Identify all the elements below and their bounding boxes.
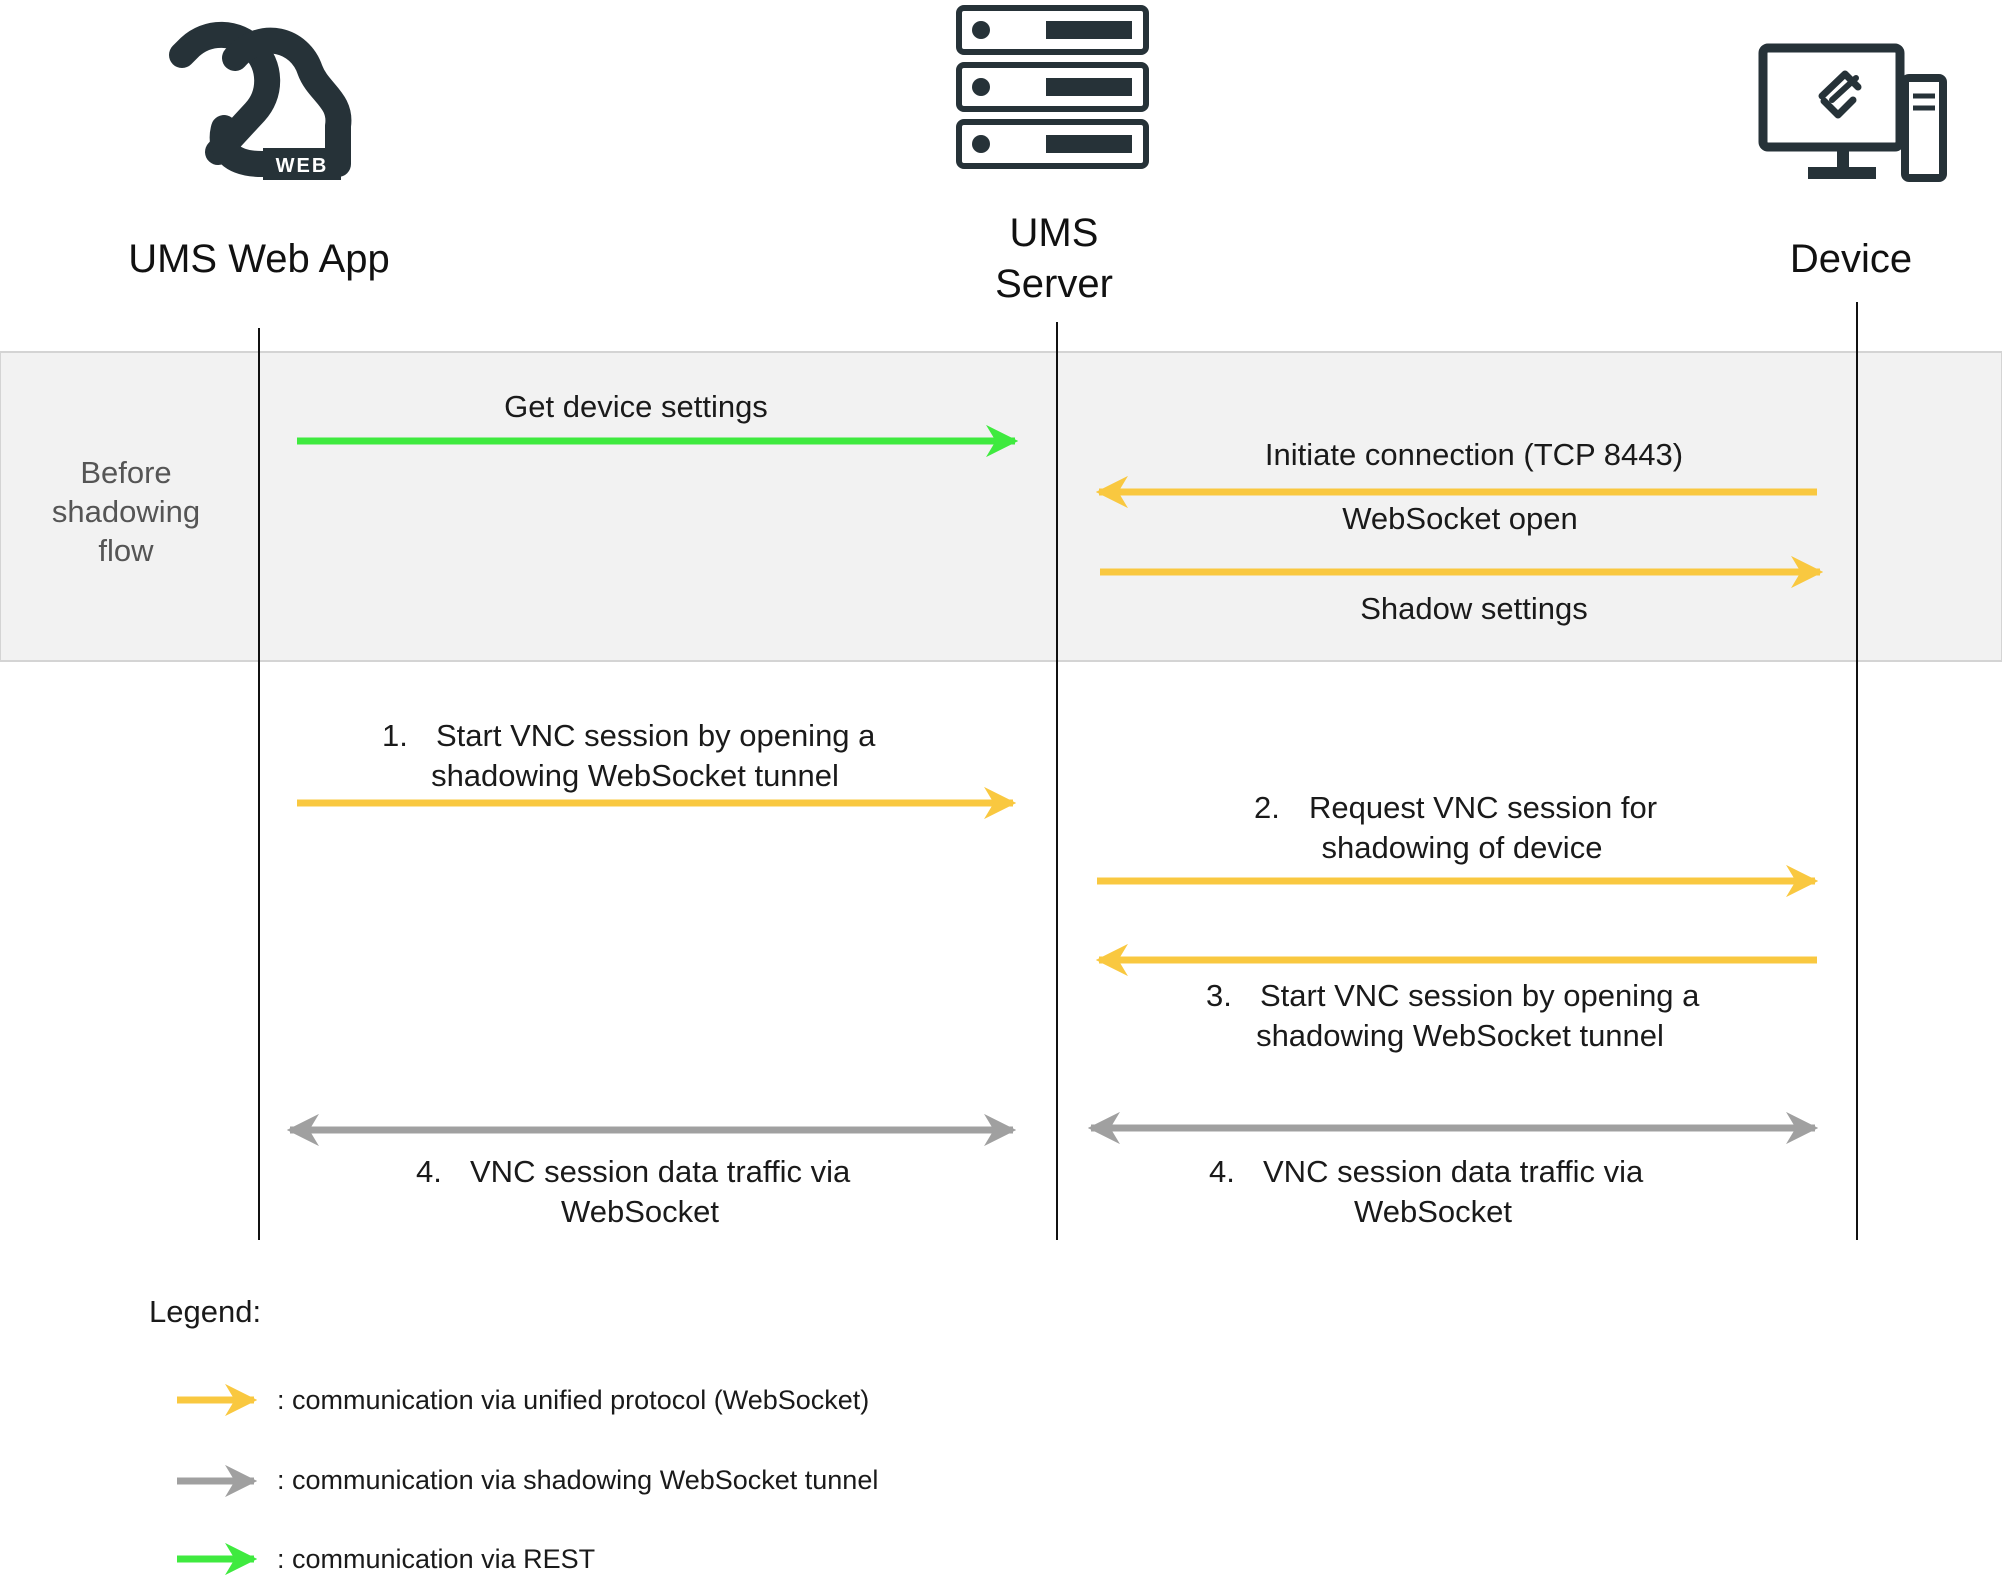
zone-label-line2: shadowing bbox=[52, 494, 200, 529]
step3-number: 3. bbox=[1206, 978, 1232, 1013]
web-app-label: UMS Web App bbox=[128, 237, 390, 281]
step4-right-line2: WebSocket bbox=[1354, 1194, 1512, 1229]
step2-number: 2. bbox=[1254, 790, 1280, 825]
web-app-logo-icon: WEB bbox=[169, 21, 352, 180]
before-shadowing-zone bbox=[0, 351, 2002, 662]
step1-line2: shadowing WebSocket tunnel bbox=[431, 758, 839, 793]
step3-line2: shadowing WebSocket tunnel bbox=[1256, 1018, 1664, 1053]
server-rack-icon bbox=[956, 5, 1149, 169]
legend-gray-text: : communication via shadowing WebSocket … bbox=[277, 1465, 878, 1495]
legend-yellow-text: : communication via unified protocol (We… bbox=[277, 1385, 869, 1415]
step3-line1: Start VNC session by opening a bbox=[1260, 978, 1700, 1013]
step4-left-number: 4. bbox=[416, 1154, 442, 1189]
device-label: Device bbox=[1790, 237, 1912, 281]
step4-right-number: 4. bbox=[1209, 1154, 1235, 1189]
step1-line1: Start VNC session by opening a bbox=[436, 718, 876, 753]
server-label-line1: UMS bbox=[1010, 211, 1099, 255]
step4-left-line1: VNC session data traffic via bbox=[470, 1154, 851, 1189]
shadow-settings-label: Shadow settings bbox=[1360, 591, 1587, 626]
get-settings-label: Get device settings bbox=[504, 389, 768, 424]
legend-title: Legend: bbox=[149, 1294, 261, 1329]
step2-line1: Request VNC session for bbox=[1309, 790, 1657, 825]
step2-line2: shadowing of device bbox=[1322, 830, 1603, 865]
step1-number: 1. bbox=[382, 718, 408, 753]
step4-left-line2: WebSocket bbox=[561, 1194, 719, 1229]
websocket-open-label: WebSocket open bbox=[1342, 501, 1578, 536]
zone-label-line1: Before bbox=[80, 455, 171, 490]
legend-green-text: : communication via REST bbox=[277, 1544, 595, 1574]
device-computer-icon bbox=[1758, 43, 1947, 182]
zone-label-line3: flow bbox=[98, 533, 154, 568]
step4-right-line1: VNC session data traffic via bbox=[1263, 1154, 1644, 1189]
server-label-line2: Server bbox=[995, 262, 1113, 306]
initiate-connection-label: Initiate connection (TCP 8443) bbox=[1265, 437, 1683, 472]
web-badge-text: WEB bbox=[276, 155, 329, 177]
